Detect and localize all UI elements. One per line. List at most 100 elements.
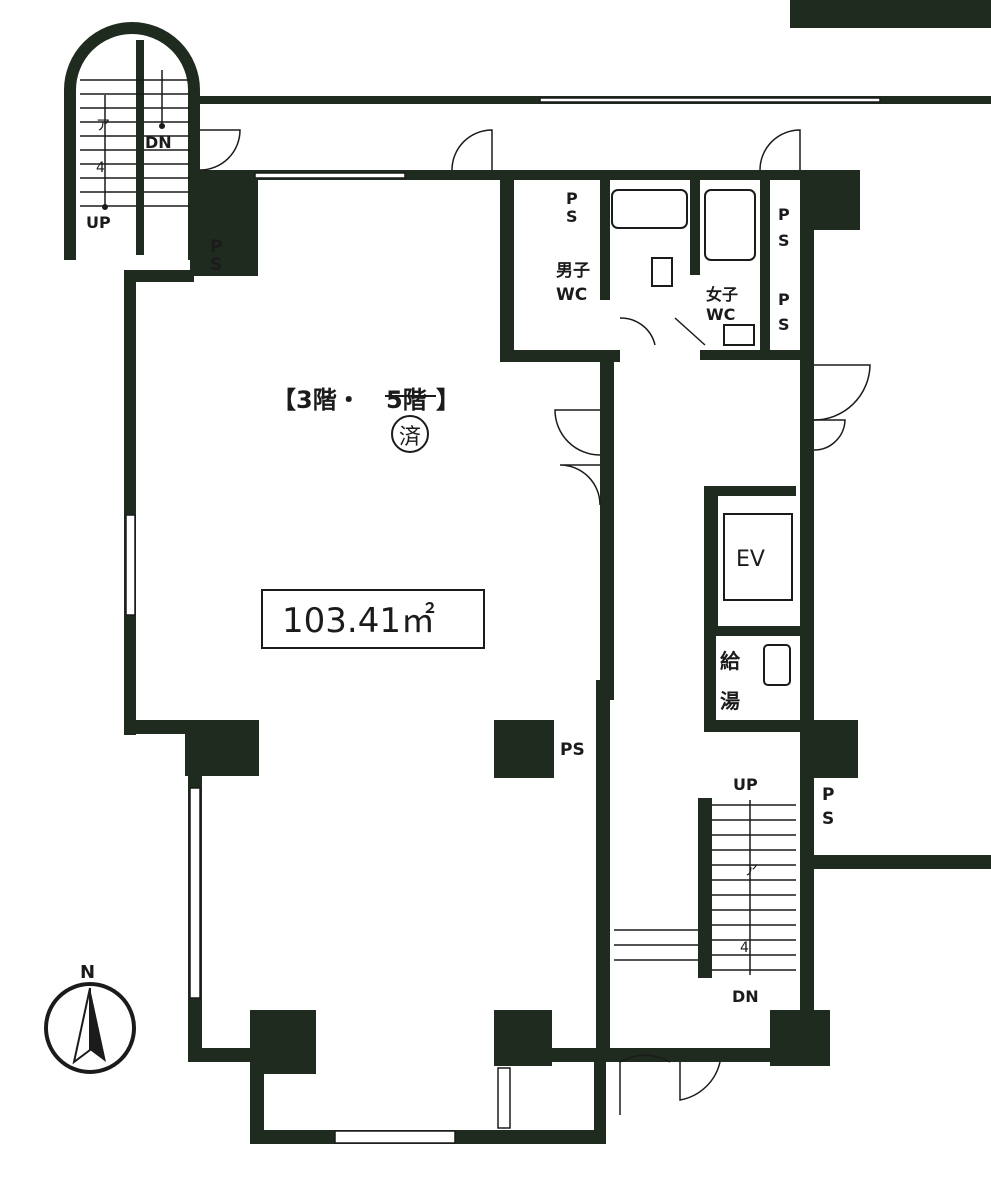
door-entrance-right <box>679 1061 721 1101</box>
north-label: N <box>80 962 95 983</box>
window-corridor <box>539 97 881 103</box>
ps-label-e-1: P <box>822 785 834 805</box>
column-ne <box>800 170 860 230</box>
walls <box>124 0 991 1144</box>
wall-bay-left <box>250 1062 264 1144</box>
ps-label-nw-1: P <box>210 237 222 257</box>
ps-label-mid: PS <box>560 740 585 760</box>
floor-title-prefix: 【3階・ <box>272 386 361 414</box>
dn-label-stair: DN <box>732 987 759 1006</box>
door-office-2 <box>559 464 601 506</box>
ps-label-ne2-2: S <box>778 315 790 334</box>
fixtures <box>611 189 791 686</box>
column-nw <box>190 170 258 276</box>
wall-office-right <box>600 360 614 700</box>
ps-label-ne1-1: P <box>778 205 790 224</box>
spiral-stair-arrow-label: ア <box>96 118 110 134</box>
door-wc-corridor <box>451 129 493 171</box>
wall-wc-bottom-right <box>700 350 810 360</box>
sink-womens <box>723 324 755 346</box>
wall-right-exterior <box>810 855 991 869</box>
door-wc-womens <box>674 317 706 346</box>
wall-top-right-fragment <box>790 0 991 28</box>
wall-wc-left <box>500 170 514 360</box>
wall-bottom-corridor <box>494 1048 824 1062</box>
kyuto-left <box>704 636 716 726</box>
wall-corridor-top <box>200 96 820 104</box>
door-swings <box>199 129 871 1115</box>
ev-shaft-top <box>704 486 796 496</box>
toilet-womens <box>704 189 756 261</box>
wall-left <box>124 270 136 735</box>
wall-wc-bottom <box>500 350 620 362</box>
kyuto-label-2: 湯 <box>720 689 740 713</box>
floor-area: 103.41㎡ <box>282 601 435 641</box>
ps-label-nw-2: S <box>210 255 222 275</box>
compass-arrow-light <box>72 987 91 1065</box>
window-top <box>254 172 406 179</box>
door-right-2 <box>813 419 846 451</box>
wall-right <box>800 230 814 1060</box>
wall-wc-divider <box>600 180 610 300</box>
windows <box>125 97 881 1144</box>
wall-left-top <box>124 270 194 282</box>
mens-wc-label-1: 男子 <box>556 261 590 281</box>
mens-wc-label-2: WC <box>556 285 587 305</box>
womens-wc-label-1: 女子 <box>706 285 738 304</box>
up-label-stair: UP <box>733 775 758 794</box>
ps-label-ne1-2: S <box>778 231 790 250</box>
door-entrance-left <box>619 1054 671 1115</box>
column-se-right <box>770 1010 830 1066</box>
stair-num-label: 4 <box>740 940 749 956</box>
ev-shaft-left <box>704 486 718 636</box>
wall-office-right-lower <box>596 680 610 1060</box>
spiral-stair-num-label: 4 <box>96 160 105 176</box>
wall-left-step <box>124 720 194 734</box>
ps-label-e-2: S <box>822 809 834 829</box>
spiral-stair-treads <box>80 70 190 207</box>
spiral-stair-enclosure <box>64 22 200 260</box>
dn-label-spiral: DN <box>145 133 172 152</box>
wall-bottom-left <box>188 1048 268 1062</box>
stair-right-treads <box>614 800 796 975</box>
window-bottom <box>334 1130 456 1144</box>
womens-wc-label-2: WC <box>706 305 735 324</box>
ps-label-wc-2: S <box>566 207 578 226</box>
up-label-spiral: UP <box>86 213 111 232</box>
ps-label-wc-1: P <box>566 189 578 208</box>
floor-title-struck: 5階 <box>386 386 427 414</box>
wall-bay-right <box>594 1060 606 1144</box>
door-office-1 <box>554 409 601 456</box>
area-box <box>261 589 485 649</box>
floor-title-suffix: 】 <box>436 386 460 414</box>
wall-wc-top <box>500 170 860 180</box>
compass-arrow-dark <box>90 988 106 1062</box>
ps-label-ne2-1: P <box>778 290 790 309</box>
stair-left-wall <box>698 798 712 978</box>
toilet-mens <box>611 189 688 229</box>
compass-circle <box>44 982 136 1074</box>
window-left <box>125 514 136 616</box>
stair-dot <box>159 123 165 129</box>
window-left-lower <box>189 787 201 999</box>
stair-arrow-label: ア <box>744 863 758 879</box>
kyuto-label-1: 給 <box>720 649 741 673</box>
column-w-mid <box>185 720 259 776</box>
stamp-circle <box>391 415 429 453</box>
column-e-mid <box>494 720 554 778</box>
ev-shaft-bottom <box>704 626 804 636</box>
spiral-stair-divider <box>136 40 144 255</box>
wall-top-right <box>815 96 991 104</box>
wall-wc-mid <box>690 180 700 275</box>
door-wc-mens <box>619 317 656 346</box>
wall-wc-right <box>760 180 770 350</box>
column-e-right <box>800 720 858 778</box>
door-top-right <box>759 129 801 171</box>
kyuto-bottom <box>704 720 804 732</box>
stair-dot <box>102 204 108 210</box>
ev-box <box>723 513 793 601</box>
door-spiral-stair <box>199 129 241 171</box>
urinal <box>651 257 673 287</box>
north-compass <box>44 982 136 1074</box>
